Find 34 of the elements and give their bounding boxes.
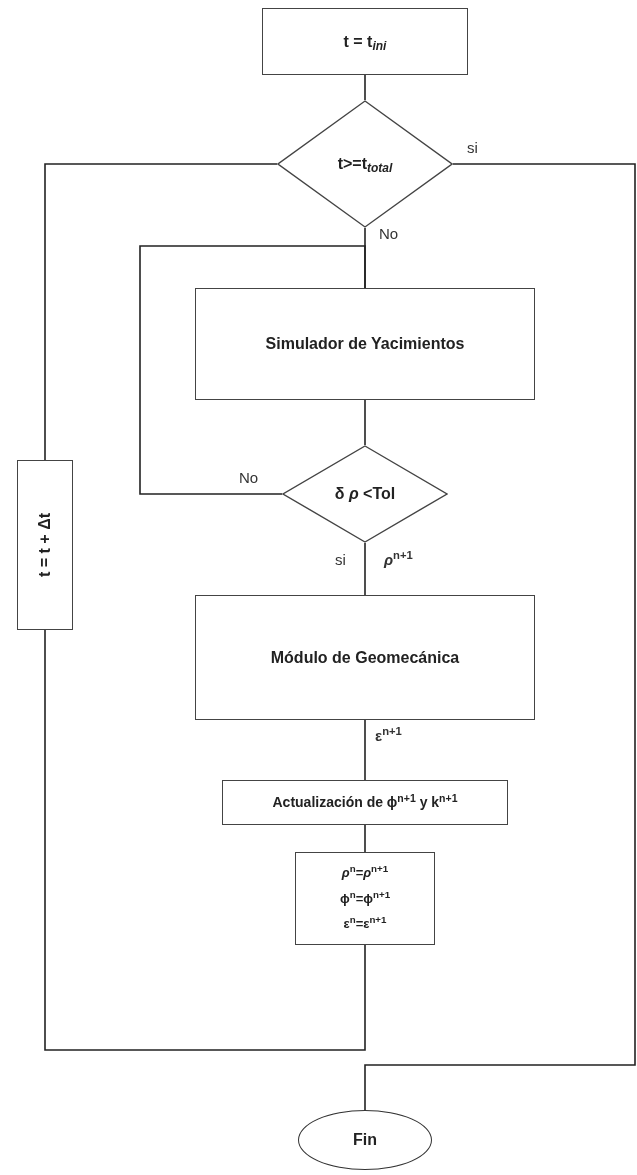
decision-diamond: [277, 100, 453, 228]
connector-line: [44, 629, 366, 1051]
connector-line: [364, 719, 366, 781]
node-text: Simulador de Yacimientos: [265, 334, 465, 354]
connector-line: [364, 824, 366, 853]
node-text: Actualización de ϕ$^{n+1}$ y k$^{n+1}$: [272, 792, 458, 812]
process-box: [195, 288, 535, 400]
node-text: Módulo de Geomecánica: [270, 647, 460, 668]
connector-line: [139, 245, 366, 495]
process-box: [262, 8, 468, 75]
process-box: [17, 460, 73, 630]
decision-diamond: [282, 445, 448, 543]
node-text: t = t$_{ini}$: [343, 31, 387, 54]
edge-label: ε$^{n+1}$: [374, 728, 403, 743]
node-text: ρ$^{n}$=ρ$^{n+1}$: [341, 863, 389, 883]
node-text: t = t + Δt: [35, 513, 54, 577]
node-text: Fin: [353, 1130, 377, 1150]
connector-line: [364, 542, 366, 596]
node-text: ε$^{n}$=ε$^{n+1}$: [343, 914, 387, 934]
connector-line: [364, 399, 366, 446]
node-text: ϕ$^{n}$=ϕ$^{n+1}$: [339, 888, 391, 908]
connector-line: [44, 163, 278, 461]
node-text: t>=t$_{total}$: [337, 154, 393, 176]
process-box: [195, 595, 535, 720]
edge-label: si: [466, 140, 479, 155]
process-box: [295, 852, 435, 945]
node-text: δ ρ <Tol: [334, 484, 396, 504]
connector-line: [364, 163, 636, 1111]
process-box: [222, 780, 508, 825]
edge-label: No: [238, 470, 260, 485]
connector-line: [364, 74, 366, 101]
edge-label: No: [378, 226, 400, 241]
variable-label: ρ$^{n+1}$: [384, 552, 413, 567]
edge-label: si: [334, 552, 347, 567]
